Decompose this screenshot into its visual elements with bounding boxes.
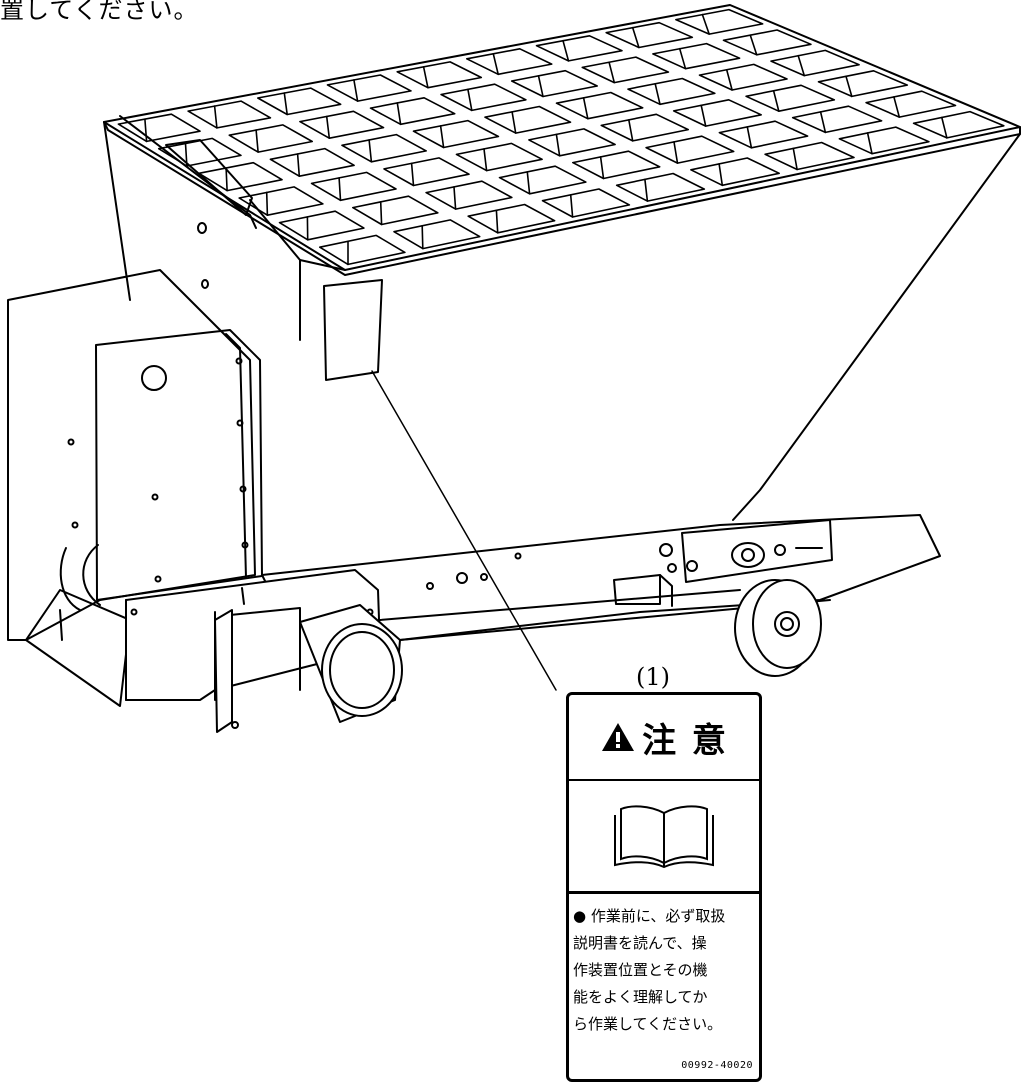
warning-instructions: ● 作業前に、必ず取扱 説明書を読んで、操 作装置位置とその機 能をよく理解して… <box>573 903 759 1038</box>
label-part-code: 00992-40020 <box>681 1060 753 1071</box>
grate-rib <box>381 202 382 225</box>
manual-book-panel <box>569 781 759 894</box>
open-book-icon <box>609 801 719 871</box>
instruction-line: ● 作業前に、必ず取扱 <box>573 903 759 930</box>
instruction-line: ら作業してください。 <box>573 1011 759 1038</box>
caster-wheel <box>660 520 832 676</box>
grate-rib <box>267 192 268 215</box>
instruction-line: 説明書を読んで、操 <box>573 930 759 957</box>
grate-rib <box>422 226 423 249</box>
warning-label: 注 意 ● 作業前に、必ず取扱 説明書を読んで、操 作装置位置とその機 能をよく… <box>566 692 762 1082</box>
instruction-line: 作装置位置とその機 <box>573 957 759 984</box>
warning-label-header: 注 意 <box>569 695 759 781</box>
callout-ref: (1) <box>636 663 670 691</box>
warning-triangle-icon <box>600 721 636 753</box>
instruction-line: 能をよく理解してか <box>573 984 759 1011</box>
hopper-grate <box>104 5 1020 275</box>
warning-heading: 注 意 <box>642 713 728 762</box>
